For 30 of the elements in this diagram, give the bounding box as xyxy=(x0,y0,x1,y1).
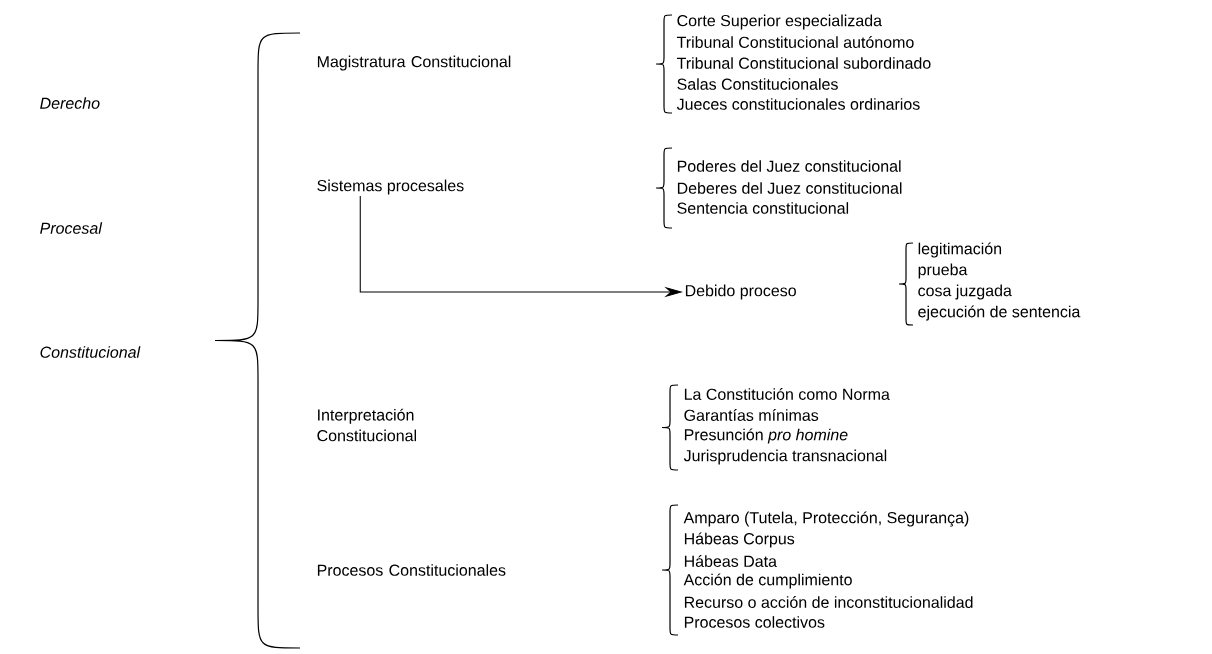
list-item: cosa juzgada xyxy=(918,284,1012,300)
list-item: Deberes del Juez constitucional xyxy=(677,182,902,194)
category-label: Procesos Constitucionales xyxy=(317,564,506,576)
list-item: Poderes del Juez constitucional xyxy=(677,160,901,172)
category-label: Debido proceso xyxy=(685,284,796,300)
list-item: Garantías mínimas xyxy=(684,409,819,421)
category-label: Interpretación Constitucional xyxy=(317,408,416,442)
list-item: Salas Constitucionales xyxy=(677,78,838,90)
list-item: Sentencia constitucional xyxy=(677,202,849,214)
list-item: Hábeas Data xyxy=(684,555,777,567)
list-item: Tribunal Constitucional autónomo xyxy=(676,36,914,48)
list-item: Jurisprudencia transnacional xyxy=(683,449,887,465)
heading-text: Derecho xyxy=(40,97,100,109)
list-item: Amparo (Tutela, Protección, Segurança) xyxy=(683,511,969,527)
list-item: Recurso o acción de inconstitucionalidad xyxy=(684,596,973,608)
list-item: Presunción pro homine xyxy=(684,428,848,444)
list-item: Corte Superior especializada xyxy=(677,14,882,30)
list-item: prueba xyxy=(918,263,968,279)
list-item: ejecución de sentencia xyxy=(918,305,1081,321)
list-item: Hábeas Corpus xyxy=(684,532,795,548)
category-label: Magistratura Constitucional xyxy=(317,55,511,71)
category-label: Sistemas procesales xyxy=(317,179,464,195)
list-item: Jueces constitucionales ordinarios xyxy=(676,98,920,110)
heading-text: Procesal xyxy=(40,222,103,234)
list-item: Procesos colectivos xyxy=(684,616,825,628)
list-item: Tribunal Constitucional subordinado xyxy=(676,57,931,69)
list-item: La Constitución como Norma xyxy=(684,388,890,400)
list-item: legitimación xyxy=(918,242,1002,258)
list-item: Acción de cumplimiento xyxy=(683,573,852,589)
heading-text: Constitucional xyxy=(40,346,141,358)
